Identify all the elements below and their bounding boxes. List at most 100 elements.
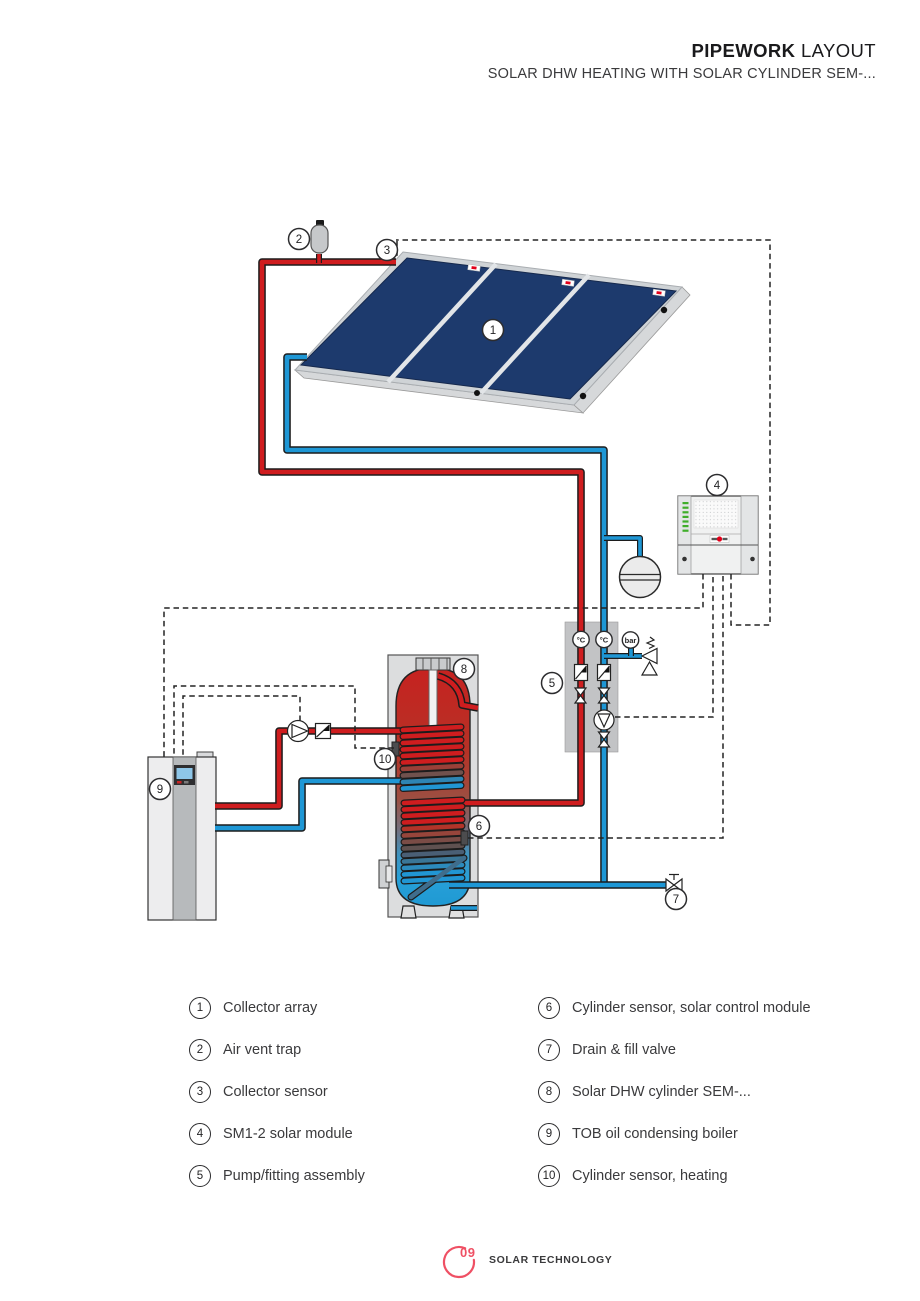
callout-2: 2	[287, 227, 311, 251]
dhw-outlet-pipe	[436, 672, 479, 712]
callout-4: 4	[705, 473, 729, 497]
legend-item: 6 Cylinder sensor, solar control module	[538, 997, 811, 1019]
callout-9: 9	[148, 777, 172, 801]
oil-boiler	[147, 751, 217, 921]
legend-item-label: Drain & fill valve	[572, 1042, 676, 1058]
legend-item-number: 4	[189, 1123, 211, 1145]
legend-item: 9 TOB oil condensing boiler	[538, 1123, 811, 1145]
wolf-logo	[467, 263, 481, 272]
solar-pump-icon	[593, 709, 615, 731]
pipework-diagram: °C °C bar	[147, 220, 771, 921]
panel-divider	[479, 273, 591, 395]
page-header: PIPEWORK LAYOUT SOLAR DHW HEATING WITH S…	[488, 40, 876, 82]
page-subtitle: SOLAR DHW HEATING WITH SOLAR CYLINDER SE…	[487, 66, 876, 82]
heating-coil	[399, 723, 465, 792]
callout-8: 8	[452, 657, 476, 681]
legend-right-column: 6 Cylinder sensor, solar control module …	[538, 997, 811, 1207]
safety-valve-group	[604, 636, 659, 676]
page-title-tail: LAYOUT	[795, 40, 876, 61]
heating-check-valve	[314, 722, 332, 740]
legend-item: 2 Air vent trap	[189, 1039, 365, 1061]
svg-text:2: 2	[296, 234, 302, 246]
legend-item-number: 1	[189, 997, 211, 1019]
chapter-badge: 09	[442, 1245, 476, 1279]
collector-sensor-wire	[396, 239, 771, 626]
svg-text:7: 7	[673, 894, 679, 906]
heating-flow-pipe	[215, 727, 402, 810]
solar-cylinder-sensor	[460, 830, 469, 846]
legend-item-number: 10	[538, 1165, 560, 1187]
svg-text:6: 6	[476, 821, 482, 833]
solar-module	[677, 495, 759, 575]
svg-text:°C: °C	[600, 635, 609, 644]
svg-text:5: 5	[549, 678, 555, 690]
panel-divider	[386, 262, 498, 384]
legend-item: 10 Cylinder sensor, heating	[538, 1165, 811, 1187]
mounting-dot	[474, 390, 480, 396]
page-footer: 09 SOLAR TECHNOLOGY	[441, 1240, 612, 1280]
legend-item-label: SM1-2 solar module	[223, 1126, 353, 1142]
mounting-dot	[660, 306, 668, 314]
return-temp-gauge: °C	[595, 630, 613, 649]
legend-item: 1 Collector array	[189, 997, 365, 1019]
safety-valve-icon	[640, 647, 658, 665]
callout-5: 5	[540, 671, 564, 695]
drain-outlet-icon	[640, 660, 659, 676]
legend-item-label: Cylinder sensor, heating	[572, 1168, 728, 1184]
legend-item-number: 6	[538, 997, 560, 1019]
legend-item-label: Cylinder sensor, solar control module	[572, 1000, 811, 1016]
spring-icon	[645, 636, 656, 650]
chapter-arc-icon	[442, 1245, 476, 1279]
flow-shutoff-valve	[573, 687, 588, 704]
callout-10: 10	[373, 747, 397, 771]
svg-text:3: 3	[384, 245, 390, 257]
wolf-logo	[561, 278, 575, 287]
control-wires	[163, 239, 771, 839]
callout-6: 6	[467, 814, 491, 838]
svg-text:4: 4	[714, 480, 721, 492]
svg-text:10: 10	[379, 754, 392, 766]
chapter-number: 09	[460, 1245, 475, 1260]
wolf-logo	[652, 288, 666, 297]
callout-3: 3	[375, 238, 399, 262]
legend-item: 7 Drain & fill valve	[538, 1039, 811, 1061]
legend-item-label: Pump/fitting assembly	[223, 1168, 365, 1184]
legend-item-label: TOB oil condensing boiler	[572, 1126, 738, 1142]
legend-item-label: Solar DHW cylinder SEM-...	[572, 1084, 751, 1100]
boiler-control-panel	[174, 765, 195, 785]
screw	[750, 556, 755, 562]
legend-item-number: 8	[538, 1081, 560, 1103]
legend-item-number: 5	[189, 1165, 211, 1187]
legend-item: 3 Collector sensor	[189, 1081, 365, 1103]
wolf-logo	[709, 535, 730, 543]
legend-item-label: Collector sensor	[223, 1084, 328, 1100]
page-title-bold: PIPEWORK	[691, 40, 796, 61]
led-indicators	[682, 502, 689, 532]
page-title: PIPEWORK LAYOUT	[488, 40, 876, 62]
callout-7: 7	[664, 887, 688, 911]
legend-item-number: 3	[189, 1081, 211, 1103]
air-vent-trap	[310, 220, 329, 263]
legend-item-number: 2	[189, 1039, 211, 1061]
svg-text:9: 9	[157, 784, 163, 796]
legend-item-label: Air vent trap	[223, 1042, 302, 1058]
svg-text:°C: °C	[577, 635, 586, 644]
flow-check-valve	[573, 663, 589, 682]
solar-pump-wire	[615, 574, 714, 718]
solar-return-pipe	[283, 353, 667, 889]
cylinder-flange-left	[378, 859, 393, 889]
heating-pump-wire	[182, 695, 301, 757]
legend-item: 4 SM1-2 solar module	[189, 1123, 365, 1145]
return-shutoff-valve	[597, 687, 611, 704]
flow-temp-gauge: °C	[572, 630, 590, 649]
return-shutoff-valve-lower	[597, 731, 611, 748]
footer-section-label: SOLAR TECHNOLOGY	[489, 1254, 613, 1266]
cylinder-top-flange	[415, 657, 451, 671]
heating-pump-icon	[286, 719, 310, 743]
expansion-vessel	[604, 535, 662, 599]
drain-fill-valve	[665, 873, 683, 893]
legend-item: 5 Pump/fitting assembly	[189, 1165, 365, 1187]
svg-text:1: 1	[490, 325, 496, 337]
legend-item-label: Collector array	[223, 1000, 318, 1016]
